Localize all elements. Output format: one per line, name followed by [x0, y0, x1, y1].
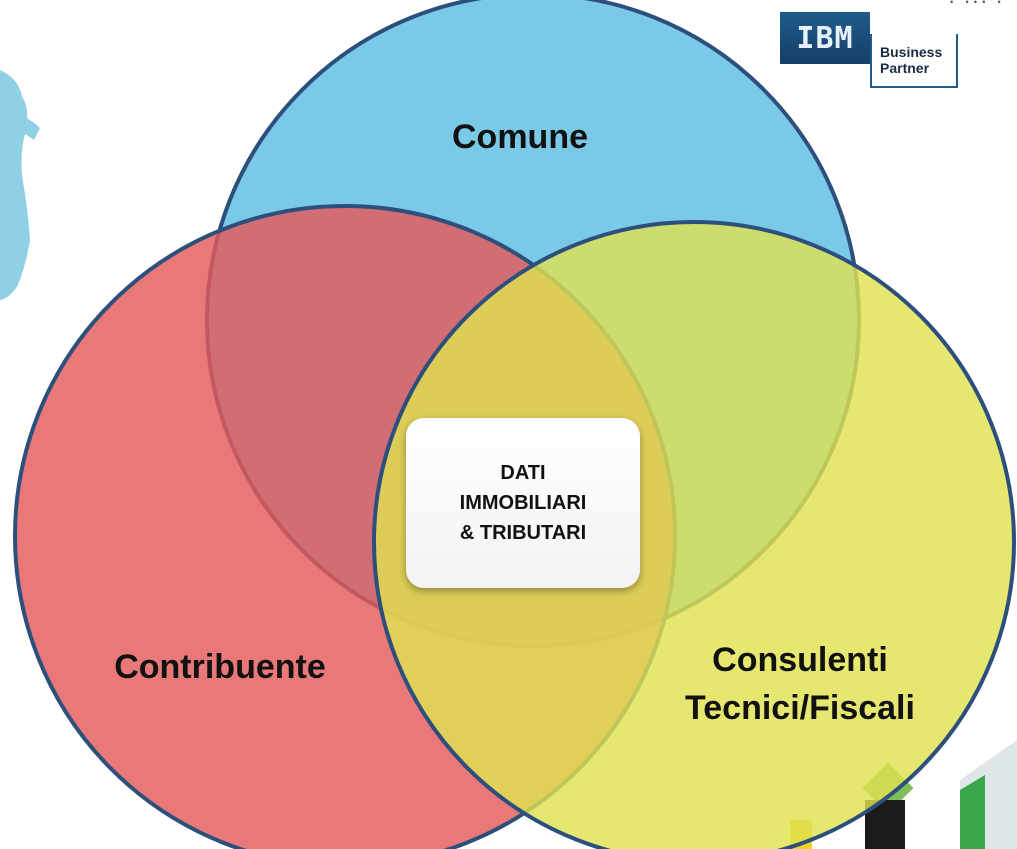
- center-line-1: DATI: [500, 462, 546, 484]
- corner-partial-text: · ··· ·: [948, 0, 1004, 13]
- label-comune: Comune: [452, 118, 588, 156]
- label-contribuente: Contribuente: [114, 648, 326, 686]
- label-consulenti: Consulenti Tecnici/Fiscali: [650, 636, 950, 732]
- ibm-business-partner-logo: IBM Business Partner: [780, 12, 960, 90]
- circle-consulenti: [372, 220, 1016, 849]
- center-line-2: IMMOBILIARI: [459, 492, 587, 514]
- person-figure-decoration: [0, 70, 40, 300]
- ibm-logo-mark: IBM: [780, 12, 870, 64]
- label-consulenti-line1: Consulenti: [712, 641, 888, 679]
- ibm-partner-text: Business Partner: [870, 34, 958, 88]
- label-consulenti-line2: Tecnici/Fiscali: [685, 689, 915, 727]
- center-data-box: DATI IMMOBILIARI & TRIBUTARI: [406, 418, 640, 588]
- center-line-3: & TRIBUTARI: [459, 522, 587, 544]
- ibm-partner-line2: Partner: [880, 60, 930, 76]
- ibm-partner-line1: Business: [880, 44, 943, 60]
